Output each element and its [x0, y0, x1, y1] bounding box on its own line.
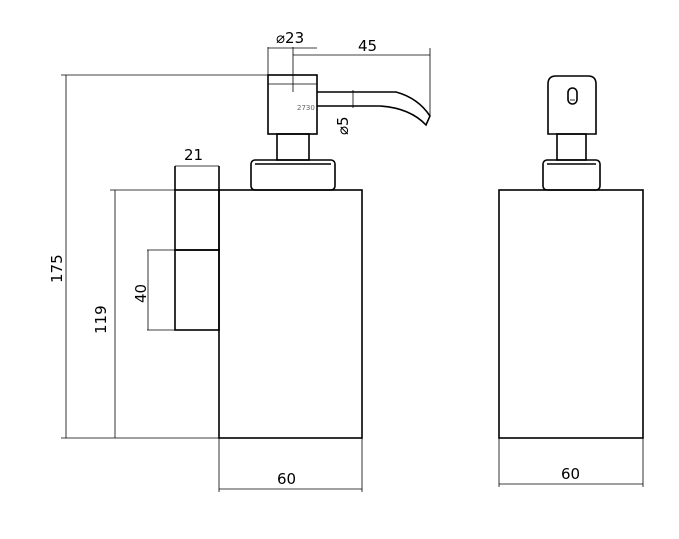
bracket-upper: [174, 189, 220, 251]
front-view: 60: [498, 75, 644, 487]
spout-diameter-label: ⌀5: [334, 116, 352, 135]
bracket-lower: [174, 249, 220, 331]
front-pump-head: [547, 75, 597, 135]
spout: [317, 91, 431, 127]
total-height-label: 175: [48, 254, 66, 283]
side-body: [218, 189, 363, 439]
bracket-height-label: 40: [132, 284, 150, 303]
bracket-width-label: 21: [184, 146, 203, 164]
side-view: 2730 ⌀23 45 ⌀5 21 40 119 175: [48, 29, 431, 492]
front-body: [498, 189, 644, 439]
front-pump-stem: [556, 133, 587, 161]
nozzle-icon: [567, 87, 578, 105]
part-code: 2730: [297, 104, 315, 112]
side-pump-stem: [276, 133, 310, 161]
front-width-label: 60: [561, 465, 580, 483]
pump-diameter-label: ⌀23: [276, 29, 304, 47]
side-width-label: 60: [277, 470, 296, 488]
spout-reach-label: 45: [358, 37, 377, 55]
body-height-label: 119: [92, 305, 110, 334]
